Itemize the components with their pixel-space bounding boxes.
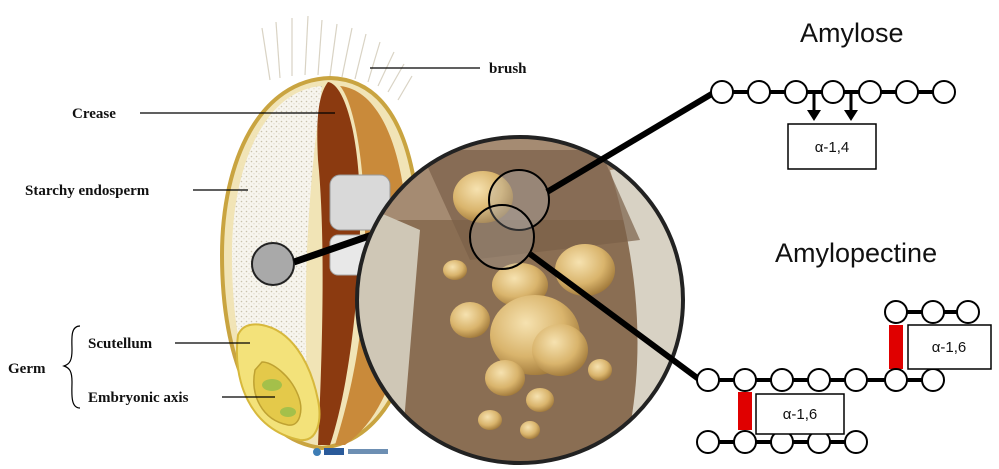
granule-highlight-amylopectine — [470, 205, 534, 269]
amylose-chain — [711, 81, 955, 103]
amylopectine-bond-label-upper: α-1,6 — [932, 339, 967, 356]
glucose-unit — [845, 431, 867, 453]
grain-sample-circle — [252, 243, 294, 285]
glucose-unit — [734, 369, 756, 391]
glucose-unit — [885, 301, 907, 323]
label-scutellum: Scutellum — [88, 336, 153, 352]
glucose-unit — [822, 81, 844, 103]
glucose-unit — [697, 369, 719, 391]
glucose-unit — [957, 301, 979, 323]
glucose-unit — [785, 81, 807, 103]
label-germ: Germ — [8, 361, 46, 377]
glucose-unit — [771, 369, 793, 391]
amylose-title: Amylose — [800, 18, 904, 48]
amylose-bond-label: α-1,4 — [815, 139, 850, 156]
glucose-unit — [885, 369, 907, 391]
glucose-unit — [933, 81, 955, 103]
glucose-unit — [734, 431, 756, 453]
branch-link-upper — [889, 325, 903, 369]
germ-brace — [64, 326, 80, 408]
label-starchy-endosperm: Starchy endosperm — [25, 183, 150, 199]
glucose-unit — [748, 81, 770, 103]
branch-link-lower — [738, 392, 752, 430]
glucose-unit — [808, 369, 830, 391]
glucose-unit — [845, 369, 867, 391]
glucose-unit — [922, 301, 944, 323]
glucose-unit — [896, 81, 918, 103]
amylopectine-title: Amylopectine — [775, 238, 937, 268]
inra-logo — [313, 448, 388, 456]
glucose-unit — [859, 81, 881, 103]
glucose-unit — [697, 431, 719, 453]
glucose-unit — [922, 369, 944, 391]
label-brush: brush — [489, 61, 527, 77]
label-crease: Crease — [72, 106, 116, 122]
glucose-unit — [711, 81, 733, 103]
amylopectine-bond-label-lower: α-1,6 — [783, 406, 818, 423]
connector-amylose — [547, 92, 715, 192]
label-embryonic-axis: Embryonic axis — [88, 390, 189, 406]
